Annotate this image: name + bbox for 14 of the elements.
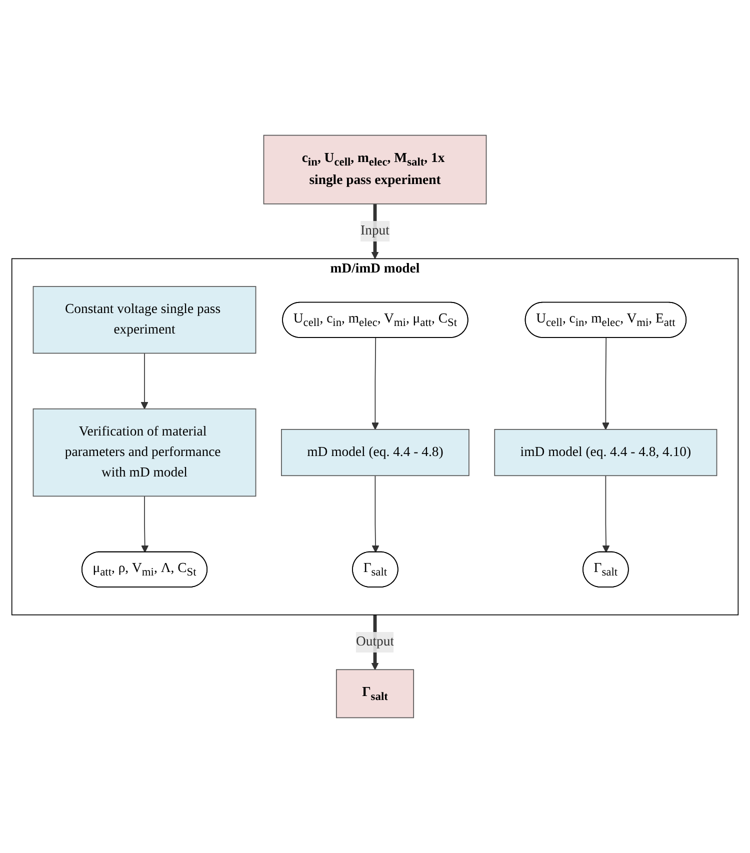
arrow bbox=[371, 337, 379, 430]
node-box: Constant voltage single pass experiment bbox=[32, 286, 256, 354]
edge-label: Output bbox=[356, 634, 394, 650]
arrow bbox=[602, 475, 610, 553]
arrow bbox=[141, 496, 149, 553]
node-box: Γ$_{salt}$ bbox=[336, 669, 414, 718]
edge-label: Input bbox=[360, 224, 390, 238]
arrow bbox=[602, 337, 610, 430]
node-box: c$_{in}$, U$_{cell}$, m$_{elec}$, M$_{salt}$, 1x single pass experiment bbox=[263, 134, 487, 204]
arrow bbox=[140, 352, 148, 410]
node-box: mD model (eq. 4.4 - 4.8) bbox=[281, 429, 470, 476]
arrow bbox=[372, 475, 380, 553]
node-box: Verification of material parameters and performance with mD model bbox=[32, 408, 256, 497]
node-box: imD model (eq. 4.4 - 4.8, 4.10) bbox=[494, 429, 718, 476]
